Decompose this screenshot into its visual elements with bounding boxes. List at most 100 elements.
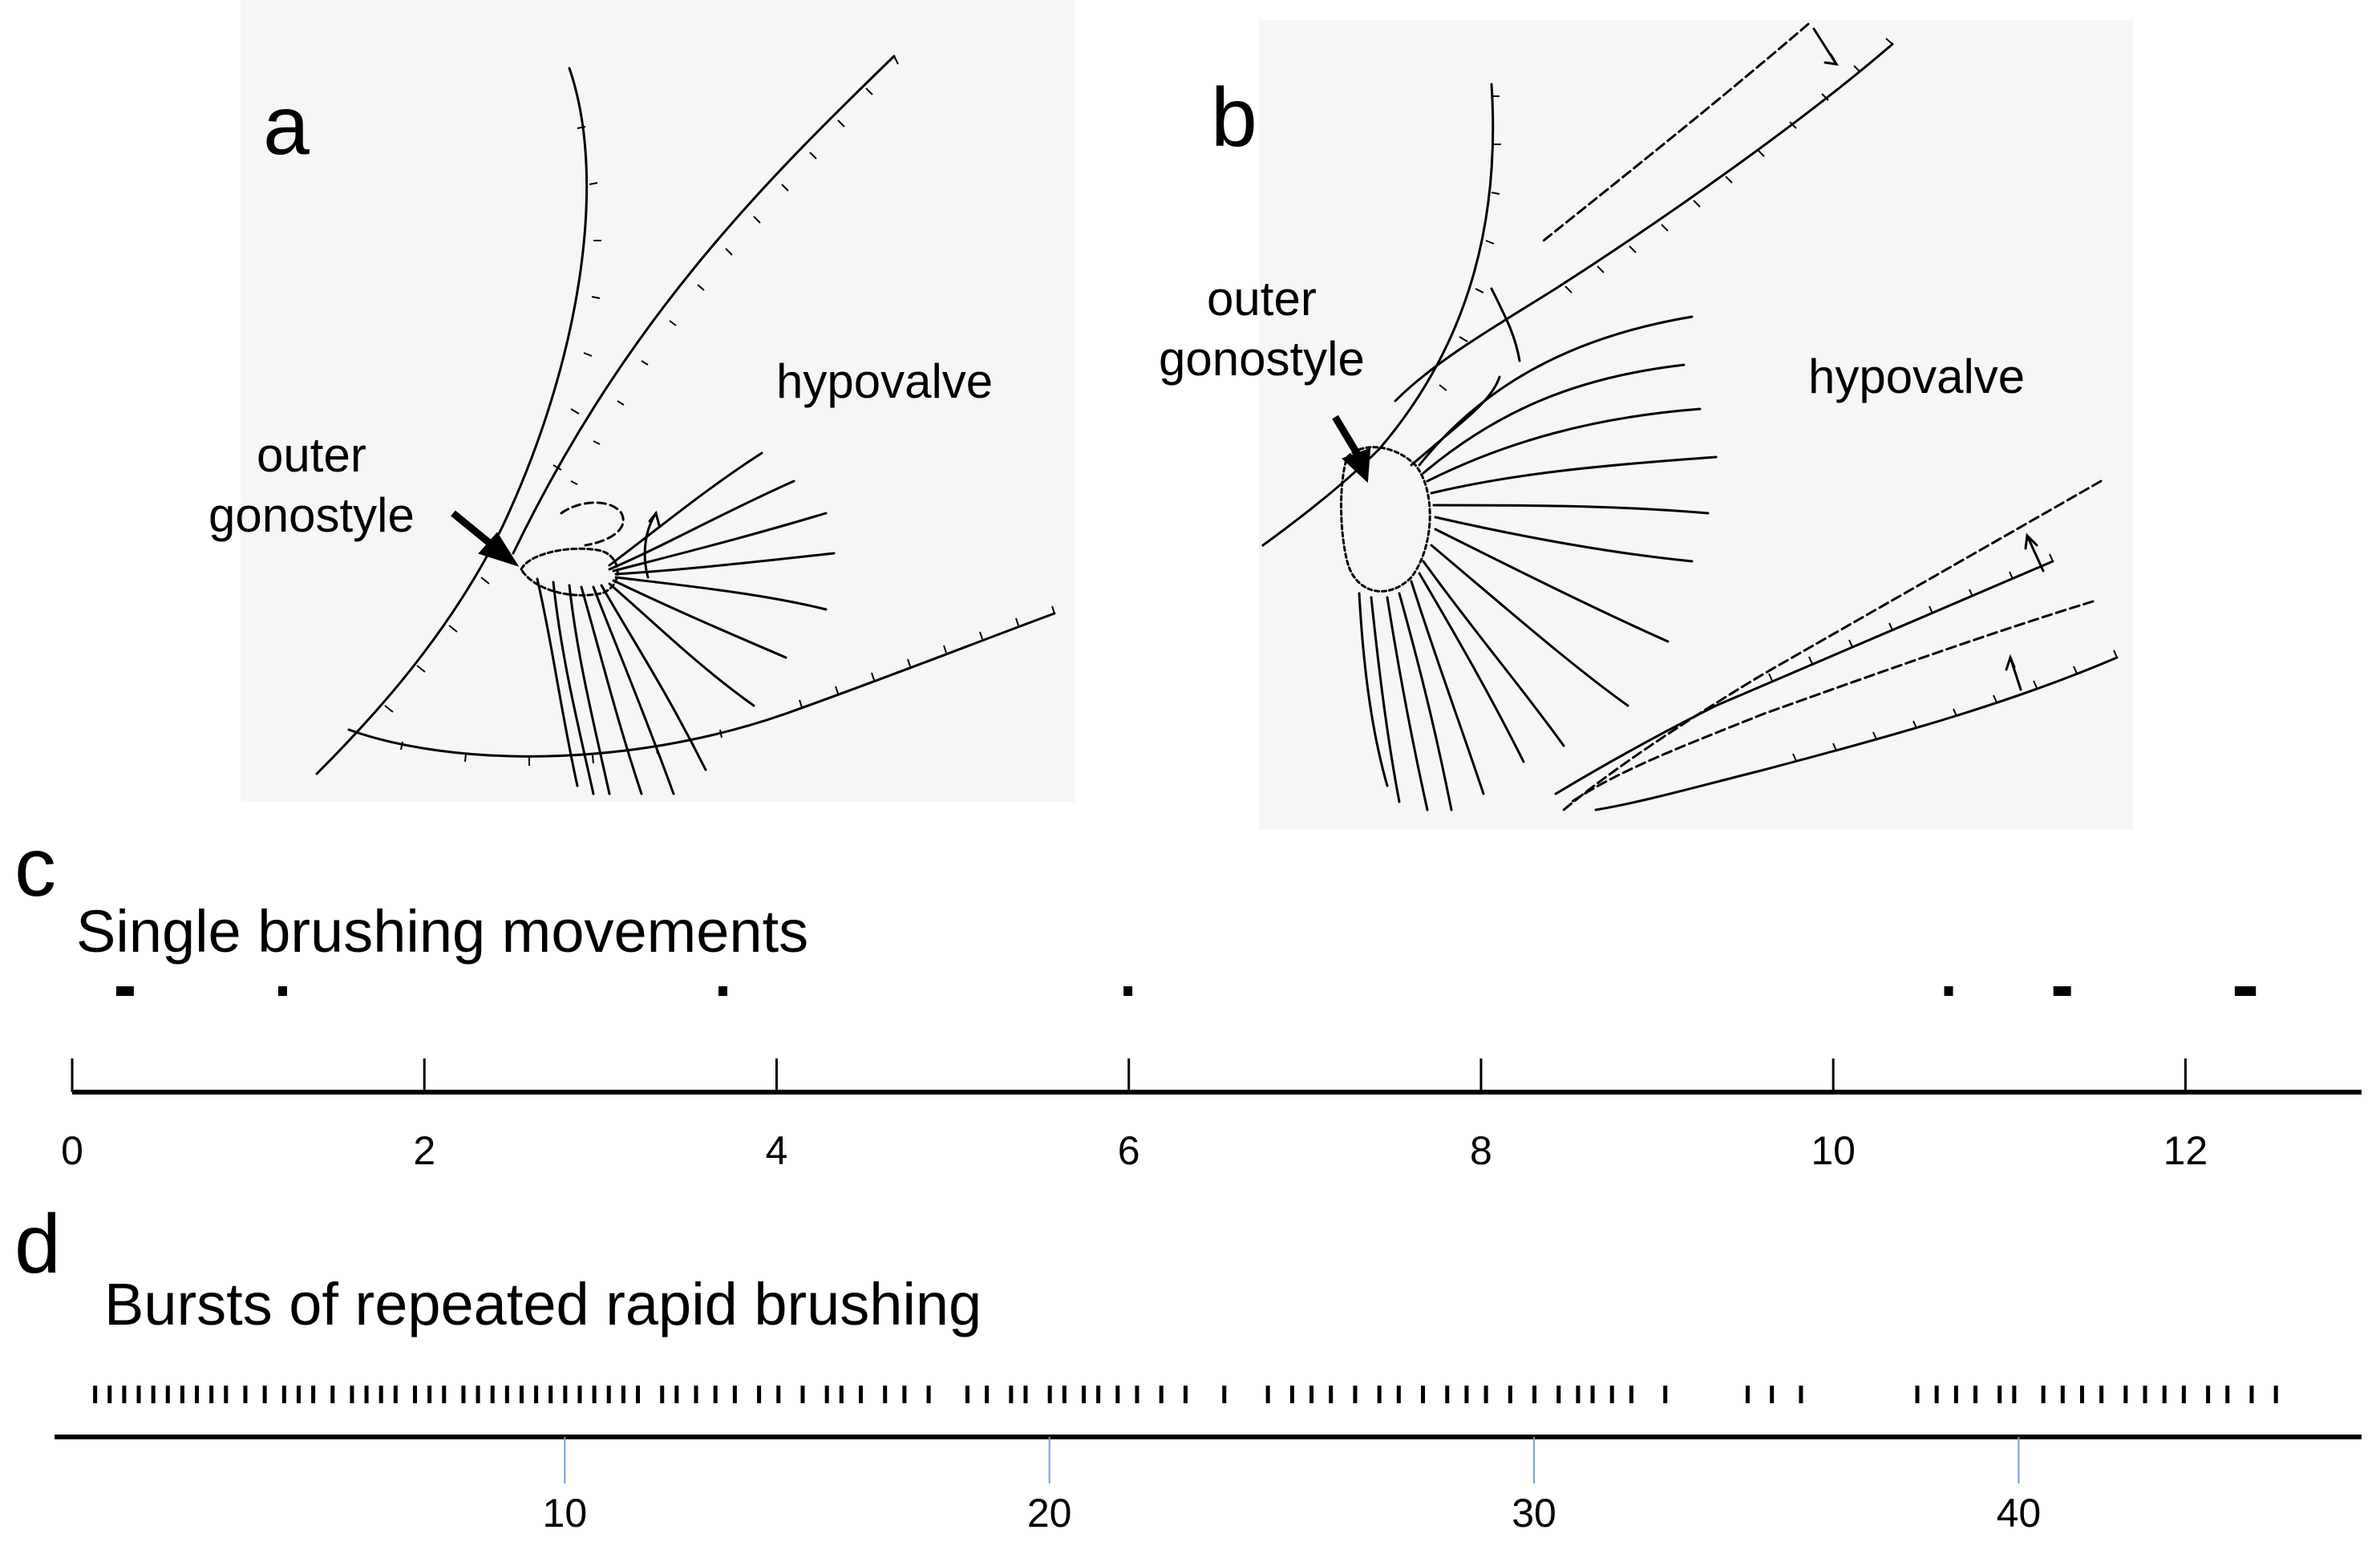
panel-d-event-28 xyxy=(534,1386,539,1403)
panel-d-event-73 xyxy=(1483,1386,1488,1403)
panel-d-event-80 xyxy=(1629,1386,1633,1403)
panel-d-event-58 xyxy=(1115,1386,1120,1403)
panel-d-event-38 xyxy=(694,1386,698,1403)
panel-d-event-92 xyxy=(2060,1386,2065,1403)
panel-d-event-1 xyxy=(107,1386,112,1403)
panel-d-event-72 xyxy=(1464,1386,1469,1403)
panel-d-tick-label-20: 20 xyxy=(1026,1491,1072,1536)
panel-d-event-48 xyxy=(902,1386,907,1403)
panel-d-event-21 xyxy=(427,1386,432,1403)
panel-d-event-41 xyxy=(757,1386,762,1403)
panel-b-outer-gonostyle-label: outer gonostyle xyxy=(1159,269,1365,389)
panel-d-track xyxy=(55,1386,2362,1483)
panel-d-event-88 xyxy=(1973,1386,1977,1403)
panel-d-event-32 xyxy=(592,1386,597,1403)
panel-d-event-7 xyxy=(195,1386,200,1403)
panel-c-event-1 xyxy=(277,986,287,996)
panel-a-letter: a xyxy=(263,79,310,172)
panel-d-event-98 xyxy=(2181,1386,2186,1403)
panel-d-event-102 xyxy=(2273,1386,2278,1403)
panel-d-title: Bursts of repeated rapid brushing xyxy=(104,1271,982,1337)
panel-d-event-94 xyxy=(2099,1386,2104,1403)
panel-d-event-65 xyxy=(1309,1386,1314,1403)
panel-d-event-25 xyxy=(490,1386,495,1403)
panel-d-event-0 xyxy=(93,1386,98,1403)
panel-d-event-16 xyxy=(350,1386,354,1403)
panel-b-outer-label: outer xyxy=(1207,272,1317,326)
panel-d-event-82 xyxy=(1745,1386,1750,1403)
panel-d-event-42 xyxy=(776,1386,781,1403)
panel-d-event-3 xyxy=(136,1386,141,1403)
panel-b-hypovalve-label: hypovalve xyxy=(1808,350,2026,403)
panel-d-event-4 xyxy=(151,1386,156,1403)
panel-b-drawing xyxy=(1259,20,2133,830)
panel-d-event-29 xyxy=(548,1386,553,1403)
panel-c-title: Single brushing movements xyxy=(76,898,809,965)
panel-d-event-19 xyxy=(393,1386,398,1403)
panel-b-gonostyle-label: gonostyle xyxy=(1159,332,1365,386)
panel-d-event-50 xyxy=(965,1386,969,1403)
panel-d-event-96 xyxy=(2143,1386,2147,1403)
panel-c-event-5 xyxy=(2053,986,2071,996)
panel-d-event-77 xyxy=(1576,1386,1581,1403)
panel-d-event-55 xyxy=(1062,1386,1067,1403)
panel-d-event-54 xyxy=(1047,1386,1052,1403)
panel-b-letter: b xyxy=(1211,71,1257,164)
panel-d-event-45 xyxy=(839,1386,844,1403)
panel-d-event-89 xyxy=(1998,1386,2002,1403)
panel-d-tick-label-30: 30 xyxy=(1512,1491,1556,1536)
panel-d-event-51 xyxy=(985,1386,990,1403)
panel-d-event-13 xyxy=(296,1386,301,1403)
panel-d-letter: d xyxy=(14,1198,61,1291)
panel-d-event-79 xyxy=(1609,1386,1614,1403)
panel-d-event-47 xyxy=(883,1386,888,1403)
panel-c-tick-label-10: 10 xyxy=(1811,1128,1856,1173)
panel-c-tick-label-12: 12 xyxy=(2163,1128,2208,1173)
panel-a-gonostyle-label: gonostyle xyxy=(208,488,415,542)
panel-d-event-93 xyxy=(2079,1386,2084,1403)
panel-d-event-62 xyxy=(1222,1386,1227,1403)
panel-d-event-59 xyxy=(1135,1386,1139,1403)
panel-d-event-35 xyxy=(636,1386,640,1403)
panel-d-event-49 xyxy=(926,1386,931,1403)
panel-d-event-70 xyxy=(1421,1386,1426,1403)
panel-c-event-0 xyxy=(115,986,134,996)
panel-d-tick-label-10: 10 xyxy=(542,1491,588,1536)
panel-d-event-17 xyxy=(364,1386,369,1403)
panel-d-event-76 xyxy=(1556,1386,1561,1403)
panel-c-tick-label-4: 4 xyxy=(765,1128,788,1173)
panel-d-event-81 xyxy=(1663,1386,1668,1403)
panel-d-event-9 xyxy=(224,1386,229,1403)
panel-a-hypovalve-label: hypovalve xyxy=(776,354,994,408)
panel-d-event-68 xyxy=(1377,1386,1382,1403)
panel-c-tick-label-0: 0 xyxy=(61,1128,83,1173)
panel-d-event-40 xyxy=(732,1386,737,1403)
panel-d-event-85 xyxy=(1915,1386,1920,1403)
panel-d-event-75 xyxy=(1532,1386,1537,1403)
panel-d-event-37 xyxy=(674,1386,679,1403)
panel-d-event-53 xyxy=(1023,1386,1028,1403)
panel-d-event-31 xyxy=(577,1386,582,1403)
panel-c-tick-label-6: 6 xyxy=(1117,1128,1140,1173)
panel-c-event-4 xyxy=(1944,986,1953,996)
panel-d-event-64 xyxy=(1289,1386,1294,1403)
panel-d-event-86 xyxy=(1934,1386,1939,1403)
panel-d-event-97 xyxy=(2162,1386,2167,1403)
panel-d-event-61 xyxy=(1183,1386,1188,1403)
panel-d-event-36 xyxy=(660,1386,665,1403)
panel-d-event-57 xyxy=(1096,1386,1101,1403)
panel-d-tick-label-40: 40 xyxy=(1996,1491,2042,1536)
panel-d-event-101 xyxy=(2249,1386,2254,1403)
panel-d-event-33 xyxy=(606,1386,611,1403)
panel-c-event-2 xyxy=(718,986,727,996)
panel-d-event-6 xyxy=(180,1386,184,1403)
panel-a-outer-label: outer xyxy=(257,428,366,482)
panel-d-event-12 xyxy=(281,1386,286,1403)
panel-a-drawing xyxy=(241,0,1075,802)
panel-c-event-3 xyxy=(1123,986,1133,996)
panel-d-event-69 xyxy=(1396,1386,1401,1403)
panel-d-event-71 xyxy=(1445,1386,1450,1403)
panel-d-event-20 xyxy=(413,1386,417,1403)
panel-d-event-87 xyxy=(1953,1386,1958,1403)
panel-d-event-67 xyxy=(1353,1386,1358,1403)
